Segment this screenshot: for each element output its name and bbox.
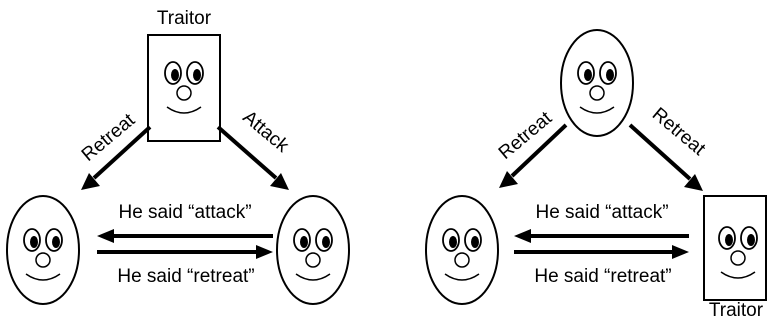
square-face-icon bbox=[703, 195, 767, 301]
oval-face-icon bbox=[425, 195, 499, 305]
arrow-to-right-lieutenant bbox=[97, 245, 273, 259]
message-said-attack: He said “attack” bbox=[118, 202, 251, 223]
message-said-retreat: He said “retreat” bbox=[534, 266, 671, 287]
retreat-label: Retreat bbox=[78, 109, 140, 166]
arrow-to-left-lieutenant bbox=[97, 229, 273, 243]
left-scenario: Traitor Retreat Attack He said “attack” bbox=[6, 8, 350, 305]
arrow-to-left-lieutenant bbox=[514, 229, 689, 243]
traitor-label: Traitor bbox=[709, 300, 764, 321]
arrow-to-traitor-lieutenant bbox=[514, 245, 689, 259]
retreat-label: Retreat bbox=[495, 107, 557, 164]
right-scenario: Traitor Retreat Retreat He said “attack”… bbox=[425, 29, 767, 321]
lieutenant-traitor: Traitor bbox=[703, 195, 767, 321]
traitor-label: Traitor bbox=[157, 8, 212, 29]
message-said-retreat: He said “retreat” bbox=[117, 266, 254, 287]
oval-face-icon bbox=[560, 29, 634, 137]
oval-face-icon bbox=[6, 195, 80, 305]
arrow-attack-right: Attack bbox=[216, 107, 293, 190]
commander-traitor: Traitor bbox=[147, 8, 221, 142]
arrow-retreat-left: Retreat bbox=[78, 109, 152, 190]
lieutenant-left bbox=[425, 195, 499, 305]
attack-label: Attack bbox=[239, 107, 293, 157]
message-said-attack: He said “attack” bbox=[535, 202, 668, 223]
commander-loyal bbox=[560, 29, 634, 137]
arrow-retreat-left: Retreat bbox=[495, 107, 568, 188]
oval-face-icon bbox=[276, 195, 350, 305]
arrow-retreat-right: Retreat bbox=[628, 104, 710, 191]
lieutenant-right bbox=[276, 195, 350, 305]
lieutenant-left bbox=[6, 195, 80, 305]
